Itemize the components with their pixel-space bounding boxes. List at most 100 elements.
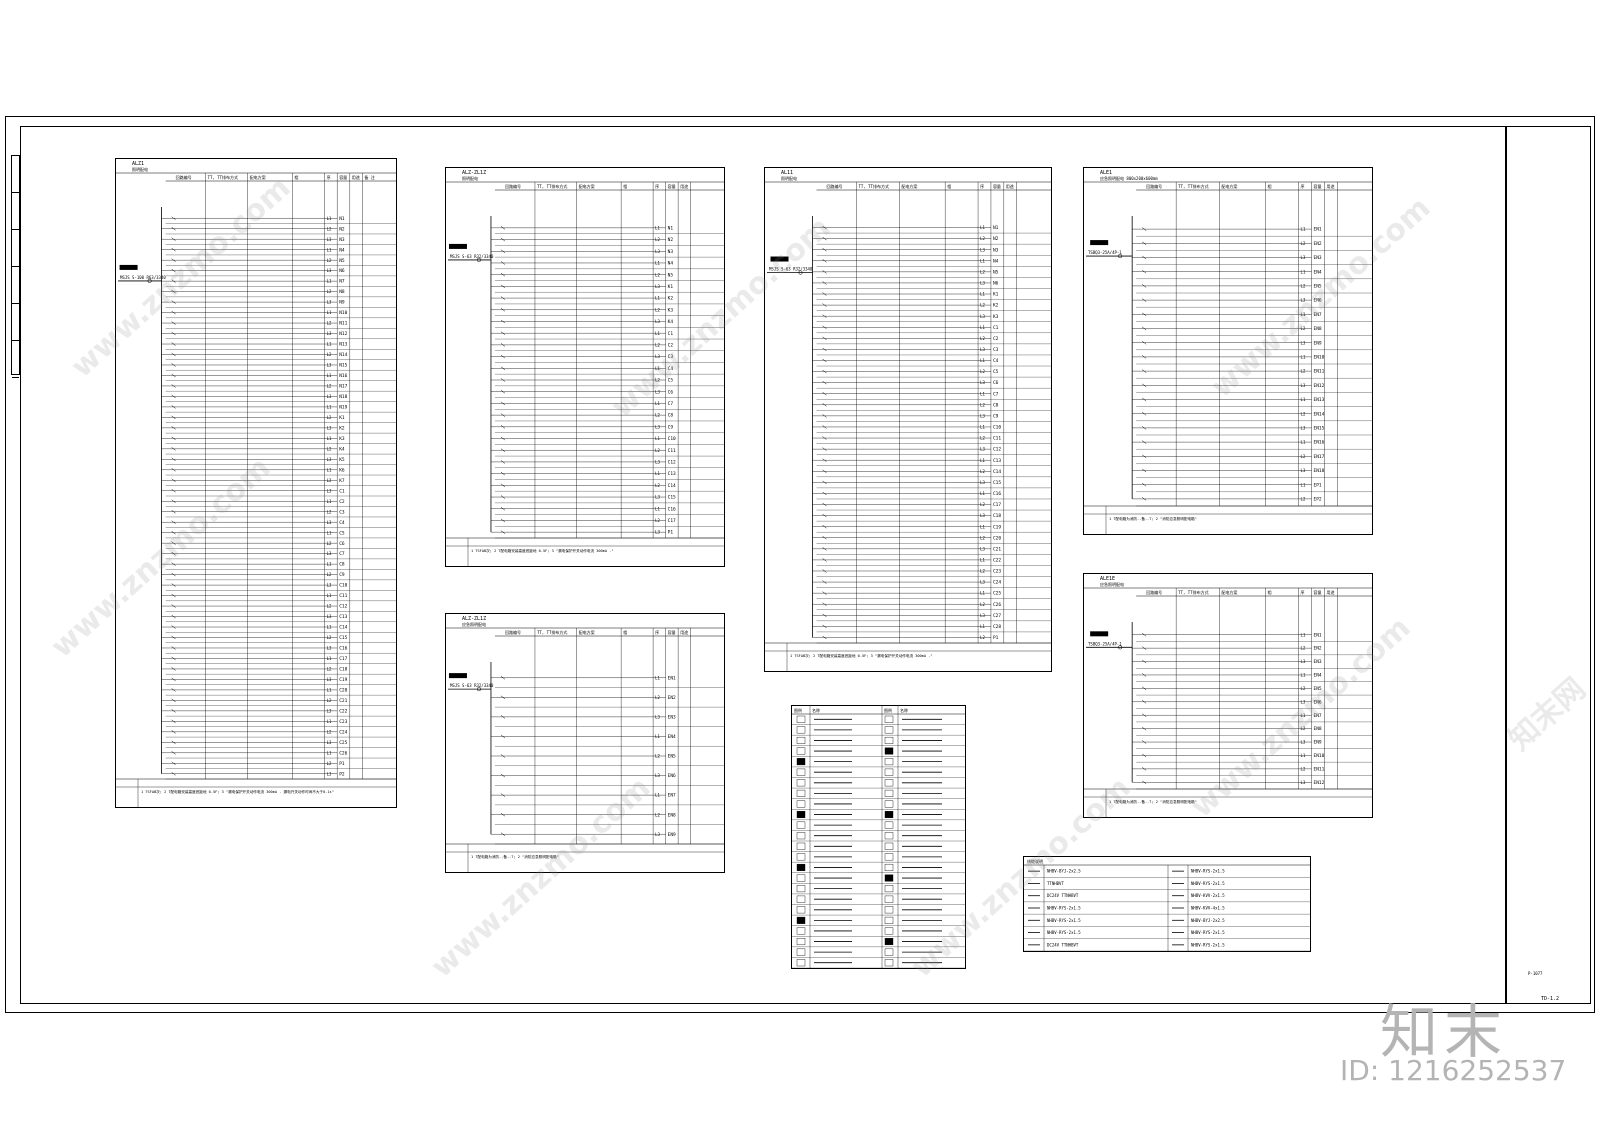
column-header: TT, TT排布方式	[859, 183, 889, 189]
phase-label: L2	[655, 413, 660, 418]
phase-label: L1	[980, 358, 985, 363]
phase-label: L3	[1301, 780, 1306, 785]
phase-label: L1	[655, 225, 660, 230]
phase-label: L1	[327, 467, 332, 472]
cable-spec: NHBV-KVV-4x1.5	[1191, 906, 1225, 911]
circuit-label: C22	[993, 558, 1001, 564]
phase-label: L2	[655, 272, 660, 277]
circuit-label: C15	[339, 635, 347, 641]
circuit-label: C14	[993, 469, 1001, 475]
phase-label: L1	[655, 471, 660, 476]
circuit-label: K1	[339, 415, 345, 421]
circuit-label: P1	[993, 635, 999, 641]
column-header: 回路编号	[1146, 589, 1162, 595]
circuit-label: N3	[668, 249, 674, 255]
cable-spec: NHBV-KVV-2x1.5	[1191, 893, 1225, 898]
circuit-label: N2	[668, 237, 674, 243]
circuit-label: N5	[339, 258, 345, 264]
phase-label: L2	[327, 541, 332, 546]
circuit-label: K2	[993, 303, 999, 309]
circuit-label: N16	[339, 373, 347, 379]
column-header: 回路编号	[1146, 183, 1162, 189]
circuit-label: C11	[993, 436, 1001, 442]
circuit-label: EN2	[668, 695, 676, 701]
phase-label: L1	[980, 458, 985, 463]
column-header: 相	[1267, 589, 1271, 595]
column-header: 备 注	[364, 174, 374, 180]
circuit-label: EN8	[1314, 726, 1322, 732]
circuit-label: C5	[993, 369, 999, 375]
phase-label: L3	[1301, 468, 1306, 473]
main-breaker-label: MSJS S-100 R63/3340	[120, 275, 166, 280]
circuit-label: K2	[668, 296, 674, 302]
circuit-label: EN3	[1314, 659, 1322, 665]
circuit-label: C10	[993, 425, 1001, 431]
phase-label: L1	[327, 625, 332, 630]
circuit-label: C9	[993, 413, 999, 419]
circuit-label: C1	[993, 325, 999, 331]
circuit-label: N8	[339, 289, 345, 295]
panel-subtitle: 照明配电	[462, 175, 478, 181]
circuit-label: C1	[668, 331, 674, 337]
phase-label: L1	[655, 793, 660, 798]
circuit-label: C8	[993, 402, 999, 408]
phase-label: L3	[1301, 383, 1306, 388]
column-header: 用途	[1006, 183, 1014, 189]
panel-title: ALZ-ZL1Z	[462, 170, 486, 176]
panel-title: ALE1E	[1100, 576, 1115, 582]
circuit-label: C24	[993, 580, 1001, 586]
circuit-label: EN9	[668, 832, 676, 838]
column-header: TT, TT排布方式	[1178, 183, 1208, 189]
cable-spec: NHBV-RYS-2x1.5	[1047, 918, 1081, 923]
phase-label: L1	[1301, 269, 1306, 274]
circuit-label: K5	[339, 457, 345, 463]
phase-label: L1	[980, 591, 985, 596]
phase-label: L1	[655, 675, 660, 680]
phase-label: L2	[327, 321, 332, 326]
phase-label: L3	[655, 773, 660, 778]
column-header: 容量	[668, 183, 676, 189]
panel-title: ALE1	[1100, 170, 1112, 176]
circuit-label: N1	[668, 225, 674, 231]
phase-label: L3	[327, 425, 332, 430]
phase-label: L1	[327, 216, 332, 221]
phase-label: L2	[327, 729, 332, 734]
column-header: 序	[1301, 589, 1305, 595]
circuit-label: C21	[993, 546, 1001, 552]
circuit-label: C2	[993, 336, 999, 342]
legend-header: 图例	[884, 707, 892, 713]
phase-label: L3	[655, 389, 660, 394]
circuit-label: C7	[339, 551, 345, 557]
phase-label: L3	[655, 832, 660, 837]
phase-label: L3	[980, 413, 985, 418]
circuit-label: N15	[339, 363, 347, 369]
phase-label: L1	[327, 499, 332, 504]
circuit-label: C7	[668, 401, 674, 407]
circuit-label: N6	[339, 268, 345, 274]
column-header: 相	[623, 629, 627, 635]
column-header: 序	[655, 629, 659, 635]
phase-label: L3	[980, 447, 985, 452]
circuit-label: C5	[668, 378, 674, 384]
phase-label: L2	[655, 518, 660, 523]
circuit-label: N5	[993, 269, 999, 275]
circuit-label: C8	[339, 562, 345, 568]
circuit-label: N4	[339, 247, 345, 253]
circuit-label: C25	[339, 740, 347, 746]
phase-label: L1	[1301, 440, 1306, 445]
phase-label: L1	[327, 530, 332, 535]
circuit-label: C6	[668, 389, 674, 395]
phase-label: L2	[655, 483, 660, 488]
phase-label: L3	[327, 300, 332, 305]
circuit-label: N17	[339, 384, 347, 390]
column-header: 回路编号	[827, 183, 843, 189]
phase-label: L3	[1301, 340, 1306, 345]
circuit-label: C20	[993, 535, 1001, 541]
column-header: 相	[947, 183, 951, 189]
phase-label: L3	[327, 363, 332, 368]
phase-label: L2	[327, 384, 332, 389]
phase-label: L3	[327, 394, 332, 399]
